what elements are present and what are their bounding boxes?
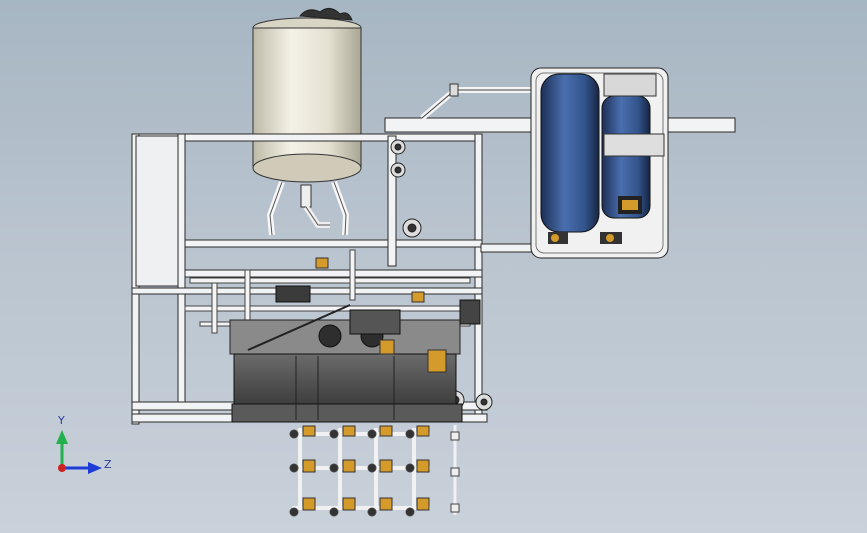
connection-pipe[interactable] — [420, 83, 532, 121]
control-cabinet[interactable] — [530, 67, 669, 259]
pump-skid[interactable] — [229, 257, 481, 423]
valve-grid[interactable] — [289, 425, 460, 517]
z-axis-label: Z — [104, 458, 112, 471]
y-axis-label: Y — [58, 414, 65, 427]
pressure-tank[interactable] — [252, 8, 362, 236]
axis-triad — [56, 430, 102, 474]
